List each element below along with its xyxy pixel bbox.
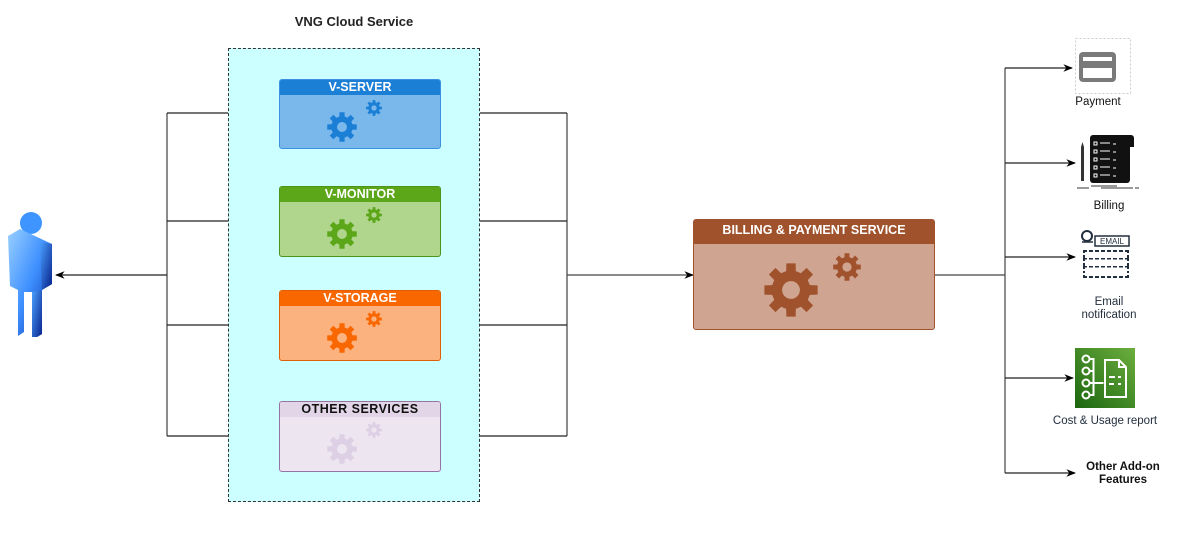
gear-hole <box>371 427 377 433</box>
feature-email-notification[interactable]: EMAIL Email notification <box>1075 230 1155 325</box>
gear-hole <box>842 262 852 272</box>
gears-graphic <box>327 100 382 142</box>
gear-hole <box>337 229 347 239</box>
service-title: V-MONITOR <box>280 187 440 202</box>
gear-hole <box>337 122 347 132</box>
gears-graphic <box>764 253 861 317</box>
feature-billing[interactable]: Billing <box>1077 132 1147 216</box>
gears-graphic <box>327 311 382 353</box>
cloud-service-title: VNG Cloud Service <box>294 14 414 29</box>
gears-icon <box>280 202 440 256</box>
feature-label: Payment <box>1075 96 1121 108</box>
user-icon <box>8 212 52 337</box>
service-title: OTHER SERVICES <box>280 402 440 417</box>
feature-label: Other Add-on Features <box>1086 461 1160 486</box>
service-box-v-monitor[interactable]: V-MONITOR <box>279 186 441 257</box>
service-box-other-services[interactable]: OTHER SERVICES <box>279 401 441 472</box>
service-title: V-STORAGE <box>280 291 440 306</box>
service-box-v-server[interactable]: V-SERVER <box>279 79 441 149</box>
service-title: V-SERVER <box>280 80 440 95</box>
gears-graphic <box>327 207 382 249</box>
svg-text:EMAIL: EMAIL <box>1100 237 1125 246</box>
email-icon: EMAIL <box>1081 230 1130 279</box>
feature-label: Cost & Usage report <box>1052 415 1158 427</box>
feature-label: Billing <box>1093 200 1125 212</box>
gears-icon <box>280 417 440 471</box>
gear-hole <box>782 281 800 299</box>
gears-icon <box>280 95 440 148</box>
gear-hole <box>371 212 377 218</box>
feature-payment[interactable]: Payment <box>1073 38 1133 110</box>
feature-other-add-on[interactable]: Other Add-on Features <box>1080 461 1166 487</box>
gear-hole <box>371 316 377 322</box>
gears-graphic <box>327 422 382 464</box>
gears-icon <box>280 306 440 360</box>
feature-cost-usage-report[interactable]: Cost & Usage report <box>1030 348 1180 433</box>
gear-hole <box>371 105 377 111</box>
gear-hole <box>337 444 347 454</box>
billing-service-title: BILLING & PAYMENT SERVICE <box>694 220 934 244</box>
gear-hole <box>337 333 347 343</box>
cost-usage-report-icon <box>1075 348 1135 408</box>
bill-scroll-icon <box>1077 135 1139 189</box>
service-box-v-storage[interactable]: V-STORAGE <box>279 290 441 361</box>
credit-card-icon <box>1075 38 1131 94</box>
billing-payment-service-box[interactable]: BILLING & PAYMENT SERVICE <box>693 219 935 330</box>
gears-icon <box>694 244 934 329</box>
feature-label: Email notification <box>1081 296 1137 321</box>
